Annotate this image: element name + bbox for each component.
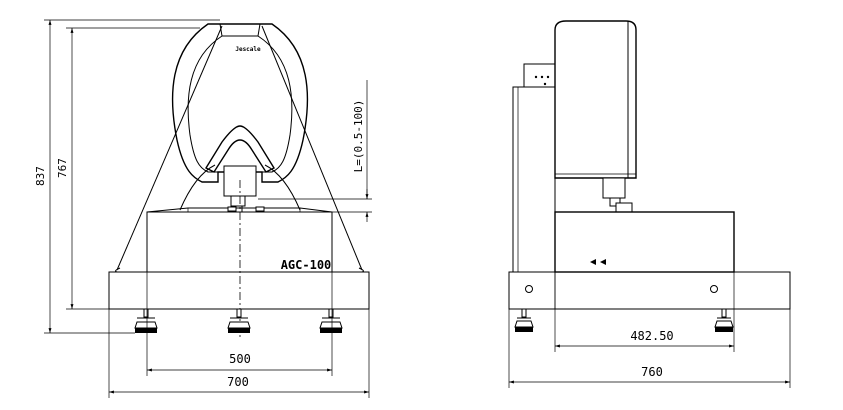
dim-foot-to-body-label: 482.50 — [630, 329, 673, 343]
dim-base-width-label: 700 — [227, 375, 249, 389]
front-brand-label: Jescale — [235, 46, 261, 53]
dim-stroke: L=(0.5-100) — [258, 80, 372, 222]
front-view: Jescale AGC-100 — [34, 19, 372, 398]
side-base-plate — [508, 271, 791, 310]
dim-base-depth-label: 760 — [641, 365, 663, 379]
side-spindle — [602, 177, 633, 213]
dim-foot-to-body: 482.50 — [554, 272, 735, 352]
front-head-housing: Jescale — [171, 23, 309, 183]
dim-feet-spacing: 500 — [146, 212, 333, 376]
front-foot-center — [227, 308, 251, 333]
dim-stroke-label: L=(0.5-100) — [352, 100, 365, 173]
side-head-housing — [554, 20, 637, 179]
side-view: 482.50 760 — [508, 20, 791, 388]
side-leveling-feet — [514, 308, 734, 332]
front-body-box: AGC-100 — [146, 206, 333, 273]
side-foot-left — [514, 308, 534, 332]
dim-working-height-label: 767 — [56, 158, 69, 178]
front-base-plate — [108, 271, 370, 310]
dim-feet-spacing-label: 500 — [229, 352, 251, 366]
side-rear-column — [512, 63, 556, 273]
dim-total-height-label: 837 — [34, 166, 47, 186]
dim-base-depth: 760 — [508, 309, 791, 388]
dim-base-width: 700 — [108, 309, 370, 398]
front-foot-right — [319, 308, 343, 333]
front-foot-left — [134, 308, 158, 333]
side-foot-right — [714, 308, 734, 332]
side-body-box — [554, 211, 735, 273]
front-leveling-feet — [134, 308, 343, 333]
front-model-label: AGC-100 — [281, 258, 332, 272]
dim-total-height: 837 — [34, 19, 220, 334]
front-spindle — [223, 165, 257, 213]
dim-working-height: 767 — [56, 27, 200, 310]
front-a-frame — [115, 25, 364, 273]
